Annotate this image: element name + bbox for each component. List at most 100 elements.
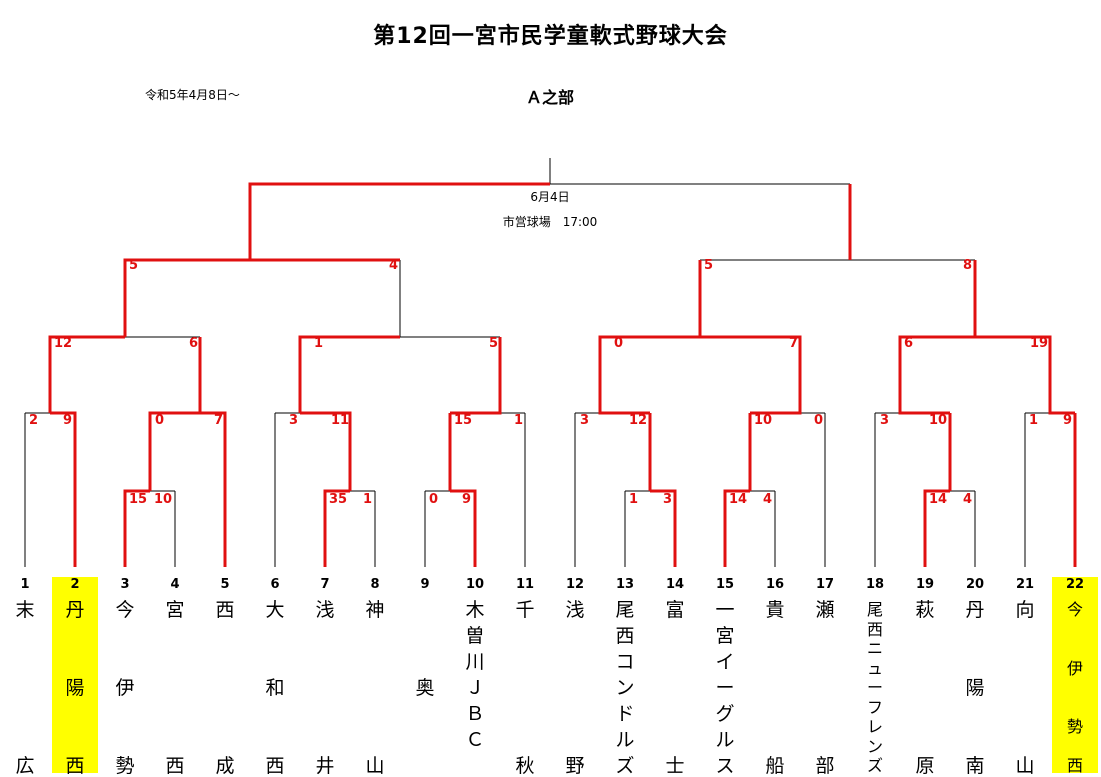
winner-path — [923, 489, 950, 567]
team-name-char: レ — [866, 717, 883, 736]
team-name-char: 西 — [615, 625, 635, 647]
team-name-char: 丹 — [965, 599, 985, 621]
team-name-char: 尾 — [866, 600, 883, 619]
score-label: 1 — [314, 336, 324, 351]
team-name-char: 浅 — [565, 599, 585, 621]
team-name-char: 伊 — [115, 677, 135, 699]
team-name-char: Ｊ — [465, 677, 485, 699]
winner-path — [300, 411, 352, 491]
score-label: 5 — [704, 258, 714, 273]
score-label: 3 — [880, 413, 890, 428]
score-label: 35 — [329, 492, 348, 507]
score-label: 6 — [189, 336, 199, 351]
score-label: 7 — [789, 336, 799, 351]
score-label: 4 — [763, 492, 773, 507]
team-name-char: フ — [866, 697, 883, 717]
team-number: 16 — [765, 577, 785, 592]
team-number: 4 — [170, 577, 180, 592]
score-label: 1 — [363, 492, 373, 507]
score-label: 9 — [462, 492, 472, 507]
winner-path — [148, 411, 200, 491]
team-number: 9 — [420, 577, 430, 592]
team-name-char: 宮 — [715, 625, 735, 647]
score-label: 15 — [129, 492, 148, 507]
team-name-char: 和 — [265, 677, 285, 699]
team-name-char: 丹 — [65, 599, 85, 621]
score-label: 8 — [963, 258, 973, 273]
team-number: 12 — [565, 577, 585, 592]
final-date: 6月4日 — [530, 190, 570, 204]
team-name-char: 今 — [1066, 600, 1083, 619]
team-name-char: 千 — [515, 599, 535, 621]
score-label: 14 — [929, 492, 948, 507]
winner-path — [123, 258, 250, 337]
team-name-char: 南 — [965, 755, 985, 777]
team-name-char: ー — [715, 677, 735, 699]
team-number: 8 — [370, 577, 380, 592]
team-name-char: 西 — [265, 755, 285, 777]
team-name-char: ニ — [866, 639, 883, 658]
team-number: 20 — [965, 577, 985, 592]
tournament-date: 令和5年4月8日～ — [145, 88, 240, 102]
score-label: 9 — [63, 413, 73, 428]
team-number: 6 — [270, 577, 280, 592]
team-number: 14 — [665, 577, 685, 592]
winner-path — [200, 411, 227, 567]
score-label: 6 — [904, 336, 914, 351]
team-name-char: ー — [866, 678, 883, 697]
team-name-char: 山 — [1015, 755, 1035, 777]
team-name-char: 勢 — [115, 755, 135, 777]
team-name-char: 勢 — [1066, 717, 1083, 736]
score-label: 3 — [289, 413, 299, 428]
team-name-char: 神 — [365, 599, 385, 621]
score-label: 19 — [1030, 336, 1049, 351]
score-label: 0 — [614, 336, 624, 351]
team-name-char: 尾 — [615, 599, 635, 621]
team-number: 21 — [1015, 577, 1035, 592]
team-name-char: ン — [866, 736, 883, 756]
winner-path — [723, 489, 750, 567]
winner-path — [298, 335, 400, 413]
team-name-char: 伊 — [1066, 658, 1083, 678]
team-name-char: グ — [715, 703, 735, 725]
score-label: 1 — [1029, 413, 1039, 428]
winner-path — [323, 489, 350, 567]
team-name-char: 富 — [665, 599, 685, 621]
final-venue: 市営球場 17:00 — [502, 215, 598, 229]
team-name-char: 部 — [815, 755, 835, 777]
team-name-char: 西 — [65, 755, 85, 777]
score-label: 1 — [629, 492, 639, 507]
score-label: 3 — [663, 492, 673, 507]
score-label: 9 — [1063, 413, 1073, 428]
score-label: 1 — [514, 413, 524, 428]
team-name-char: 木 — [465, 599, 485, 621]
score-label: 4 — [389, 258, 399, 273]
winner-path — [123, 489, 150, 567]
team-name-char: ル — [615, 729, 635, 751]
team-name-char: 原 — [915, 755, 935, 777]
team-name-char: 船 — [765, 755, 785, 777]
team-name-char: 秋 — [515, 755, 535, 777]
team-name-char: ズ — [866, 756, 883, 775]
team-name-char: イ — [715, 651, 735, 673]
team-name-char: 貴 — [765, 599, 785, 621]
score-label: 0 — [429, 492, 439, 507]
winner-path — [248, 182, 550, 260]
team-name-char: 西 — [866, 619, 883, 639]
score-label: 12 — [629, 413, 648, 428]
team-name-char: 陽 — [65, 677, 85, 699]
team-number: 10 — [465, 577, 485, 592]
score-label: 10 — [154, 492, 173, 507]
